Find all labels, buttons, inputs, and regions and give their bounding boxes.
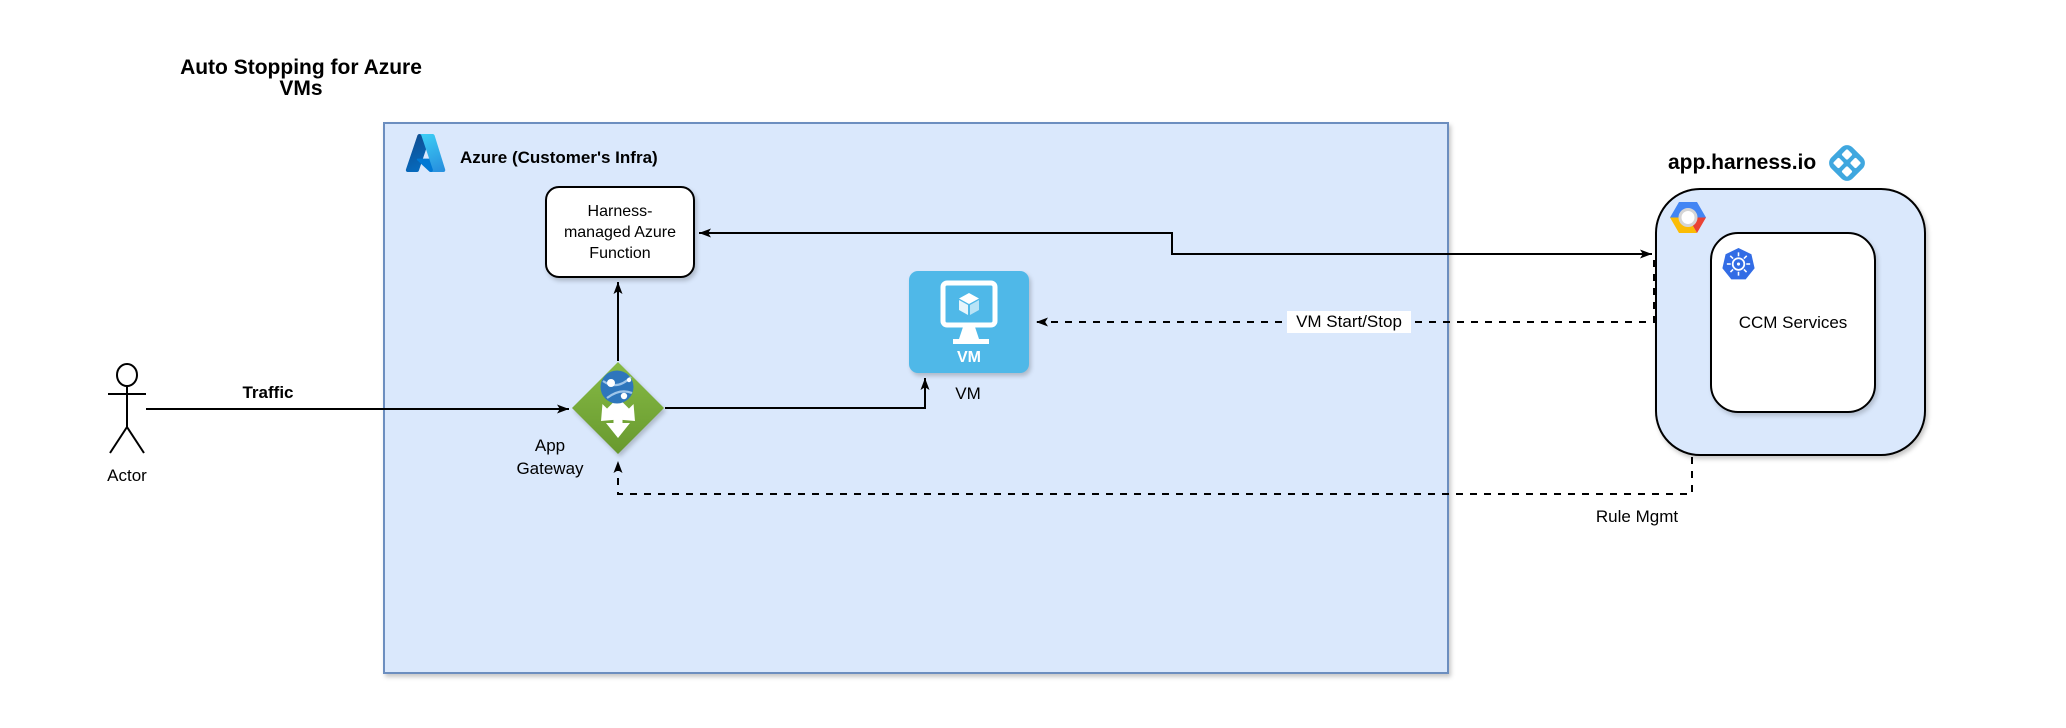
vm-label: VM — [955, 384, 981, 403]
ccm-services-node: CCM Services — [1710, 232, 1876, 413]
vm-start-stop-edge-label: VM Start/Stop — [1287, 311, 1411, 333]
gcp-logo-icon — [1670, 202, 1706, 233]
harness-logo-icon — [1829, 145, 1865, 181]
vm-node: VM — [909, 271, 1029, 373]
actor-figure-icon — [108, 363, 146, 454]
azure-function-node: Harness- managed Azure Function — [545, 186, 695, 278]
azure-function-label: Harness- managed Azure Function — [563, 202, 677, 262]
harness-group-label: app.harness.io — [1668, 151, 1817, 174]
vm-monitor-icon — [940, 280, 998, 344]
actor-label: Actor — [107, 466, 147, 485]
vm-badge-label: VM — [957, 349, 981, 366]
app-gateway-label: App Gateway — [516, 436, 584, 478]
app-gateway-icon — [572, 362, 664, 454]
kubernetes-icon — [1722, 248, 1755, 280]
azure-logo-icon — [405, 133, 446, 172]
azure-group-box — [383, 122, 1449, 674]
traffic-edge-label: Traffic — [242, 383, 294, 402]
diagram-title: Auto Stopping for Azure VMs — [180, 56, 422, 100]
ccm-services-label: CCM Services — [1738, 312, 1848, 332]
rule-mgmt-edge-label: Rule Mgmt — [1595, 507, 1679, 526]
azure-group-label: Azure (Customer's Infra) — [460, 148, 658, 167]
